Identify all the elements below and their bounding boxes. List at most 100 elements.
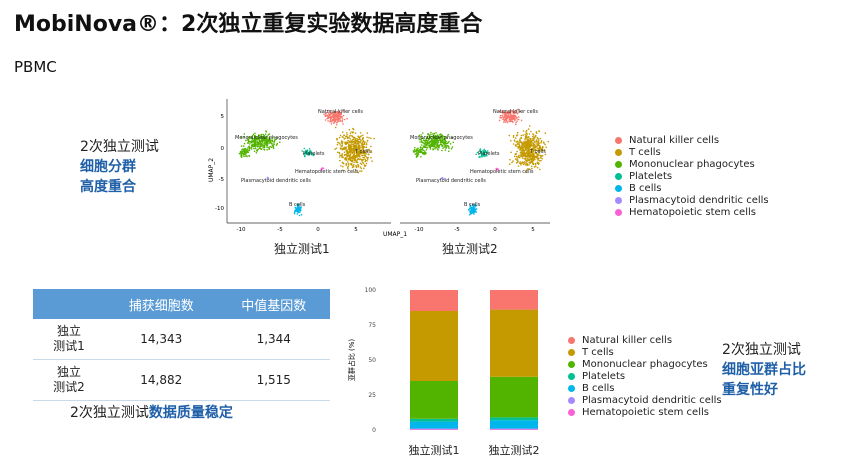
bar-y-tick: 75: [368, 322, 376, 329]
umap-point: [351, 159, 354, 162]
umap-point: [339, 119, 341, 122]
umap-point: [352, 138, 355, 140]
umap-point: [366, 136, 368, 139]
umap-point: [522, 151, 524, 153]
umap-point: [356, 142, 358, 145]
umap-point: [523, 144, 525, 146]
umap-point: [425, 149, 428, 151]
umap-point: [338, 142, 341, 145]
umap-point: [242, 145, 245, 147]
umap-point: [269, 139, 272, 142]
umap-point: [413, 148, 416, 151]
legend-dot-icon: [568, 396, 575, 404]
umap-point: [425, 141, 428, 144]
umap-point: [519, 162, 521, 164]
umap-point: [276, 142, 279, 145]
umap-cluster-label: T cells: [354, 149, 371, 155]
umap-point: [249, 143, 251, 145]
umap-point: [342, 148, 345, 150]
legend-item: Hematopoietic stem cells: [568, 406, 722, 418]
umap-point: [538, 139, 540, 141]
umap-point: [324, 119, 327, 121]
umap-point: [540, 155, 542, 157]
umap-point: [528, 164, 530, 166]
umap-point: [327, 116, 329, 118]
umap-point: [536, 147, 539, 149]
umap-point: [354, 154, 357, 157]
umap-point: [269, 145, 271, 148]
umap-point: [266, 144, 269, 146]
umap-point: [331, 121, 333, 123]
umap-point: [479, 155, 481, 158]
umap-point: [298, 205, 300, 208]
bar-desc-line1: 2次独立测试: [722, 342, 801, 358]
umap-point: [518, 154, 520, 157]
umap-point: [264, 133, 267, 135]
umap-point: [519, 149, 521, 151]
umap-point: [272, 145, 275, 147]
umap-point: [528, 125, 531, 127]
umap-cluster-points: [301, 147, 315, 158]
umap-point: [257, 136, 259, 138]
umap-point: [533, 149, 536, 152]
umap-point: [357, 154, 360, 157]
umap-point: [361, 144, 363, 147]
umap-point: [350, 164, 353, 166]
umap-point: [263, 145, 265, 148]
umap-point: [532, 159, 535, 162]
umap-point: [514, 116, 516, 118]
umap-point: [364, 165, 366, 167]
table-header-cells: 捕获细胞数: [105, 289, 218, 319]
bar-segment: [490, 290, 538, 310]
umap-point: [514, 112, 516, 114]
umap-point: [240, 149, 243, 151]
umap-point: [422, 137, 425, 140]
bar-y-tick: 50: [368, 357, 376, 364]
umap-point: [524, 157, 527, 160]
umap-point: [481, 152, 483, 154]
umap-point: [251, 140, 253, 142]
umap-cluster-label: Hematopoietic stem cells: [470, 169, 534, 175]
umap-point: [435, 131, 437, 134]
umap-point: [535, 132, 538, 134]
umap-point: [346, 137, 349, 139]
umap-point: [351, 135, 354, 137]
umap-point: [346, 136, 349, 138]
umap-point: [351, 143, 353, 145]
umap-point: [424, 142, 427, 144]
umap-point: [250, 135, 253, 138]
umap-point: [341, 143, 344, 145]
umap-point: [295, 209, 297, 211]
umap-point: [525, 131, 527, 133]
umap-cluster-label: Platelets: [478, 151, 500, 157]
umap-point: [248, 147, 251, 150]
umap-point: [347, 157, 350, 160]
umap-point: [503, 121, 505, 123]
umap-point: [522, 163, 525, 166]
umap-point: [530, 158, 532, 160]
umap-point: [355, 161, 357, 163]
umap-point: [423, 145, 426, 147]
umap-point: [349, 147, 352, 150]
umap-point: [241, 150, 243, 153]
umap-cluster-points: [293, 203, 303, 217]
umap-point: [435, 146, 438, 149]
umap-point: [355, 150, 357, 152]
umap-point: [267, 146, 269, 149]
umap-point: [537, 147, 540, 150]
umap-point: [539, 137, 542, 140]
umap-point: [531, 165, 533, 168]
umap-point: [253, 138, 255, 140]
umap-point: [520, 146, 523, 148]
umap-point: [359, 145, 361, 147]
umap-point: [420, 156, 422, 158]
umap-point: [240, 136, 242, 139]
umap-point: [352, 136, 355, 139]
umap-point: [421, 137, 423, 139]
umap-point: [259, 141, 261, 144]
umap-point: [356, 158, 359, 161]
umap-point: [434, 148, 436, 150]
umap-point: [527, 154, 529, 157]
umap-point: [540, 141, 543, 143]
umap-point: [443, 135, 445, 138]
